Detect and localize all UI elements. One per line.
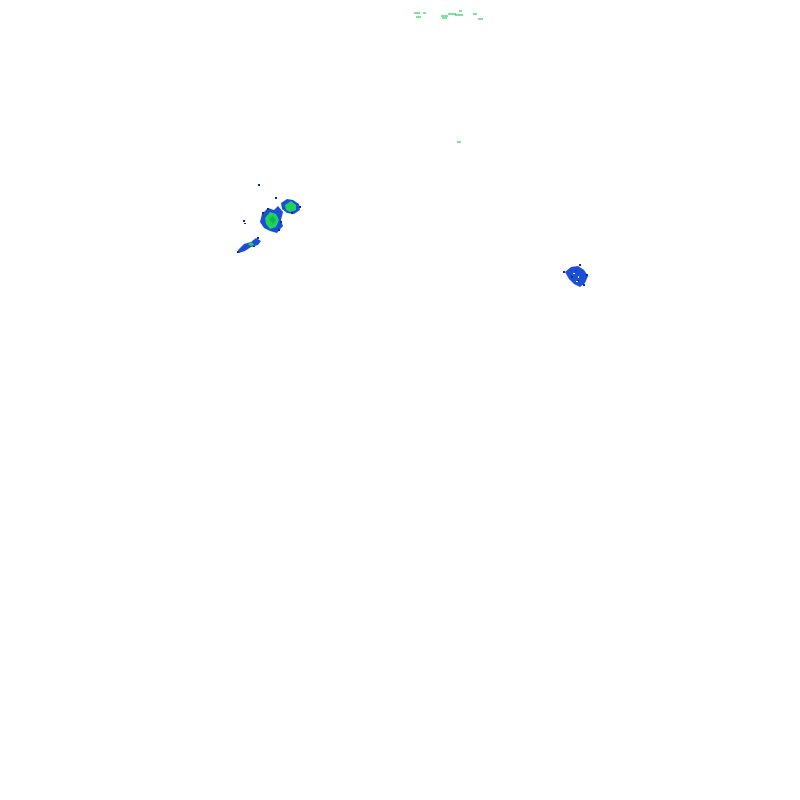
- echo-cell-east: [563, 264, 588, 287]
- echo-cell-west-tail: [237, 237, 261, 253]
- echo-cell-north-streaks: [414, 10, 483, 20]
- echo-cell-west-cluster: [243, 184, 301, 233]
